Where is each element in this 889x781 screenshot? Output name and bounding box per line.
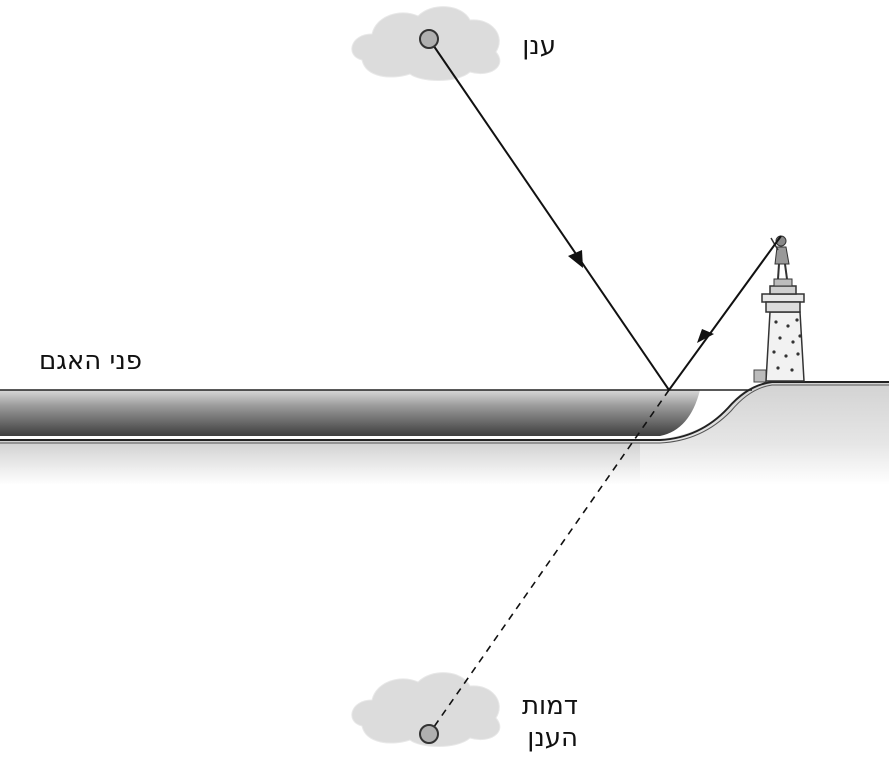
- shore-edge: [0, 381, 889, 441]
- cloud-point: [419, 29, 439, 49]
- incident-ray: [428, 38, 670, 391]
- lighthouse: [753, 278, 805, 383]
- shore-bank: [640, 382, 889, 485]
- virtual-ray-dashed: [428, 389, 670, 735]
- cloud-image-shape: [351, 672, 501, 747]
- reflected-ray-arrowhead: [697, 329, 714, 343]
- lake-water: [0, 390, 700, 436]
- incident-ray-arrowhead: [568, 250, 583, 268]
- observer-figure: [770, 235, 790, 280]
- lake-surface-label: פני האגם: [38, 346, 142, 376]
- reflected-ray: [668, 235, 782, 391]
- cloud-image-label: דמות הענן: [521, 691, 578, 753]
- cloud-image-point: [419, 724, 439, 744]
- cloud-label: ענן: [522, 31, 556, 61]
